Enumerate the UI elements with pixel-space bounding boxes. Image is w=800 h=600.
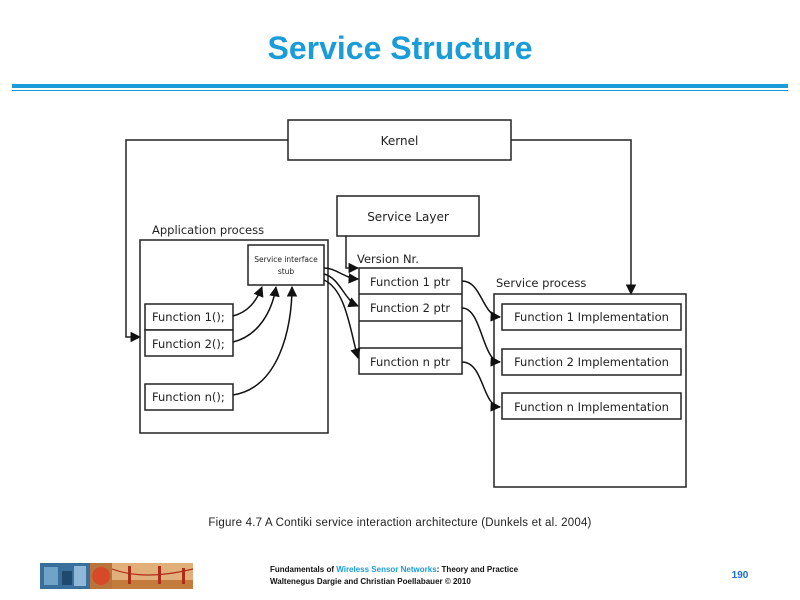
svg-text:Function n();: Function n();: [152, 390, 225, 404]
svg-text:Function 1 Implementation: Function 1 Implementation: [514, 310, 669, 324]
footer-text: Fundamentals of Wireless Sensor Networks…: [270, 564, 518, 588]
function-1-to-stub-arrow: [232, 286, 264, 317]
title-rule: [12, 84, 788, 88]
function-2-call: Function 2();: [144, 329, 234, 357]
svg-text:Function 1();: Function 1();: [152, 310, 225, 324]
pointer-2: Function 2 ptr: [370, 301, 450, 315]
kernel-node: Kernel: [287, 119, 512, 161]
svg-text:Function 2();: Function 2();: [152, 337, 225, 351]
pointer-1-to-impl-arrow: [461, 280, 502, 322]
kernel-to-app-arrow: [125, 139, 288, 343]
pointer-n-to-impl-arrow: [461, 361, 502, 412]
stub-label-line2: stub: [278, 267, 295, 276]
service-layer-label: Service Layer: [367, 210, 449, 224]
service-layer-arrow: [345, 236, 360, 274]
function-1-call: Function 1();: [144, 303, 234, 331]
service-process-label: Service process: [496, 276, 586, 290]
pointer-1: Function 1 ptr: [370, 275, 450, 289]
function-n-call: Function n();: [144, 383, 234, 411]
svg-text:Function 2 Implementation: Function 2 Implementation: [514, 355, 669, 369]
page-number: 190: [731, 570, 749, 581]
service-process-box: [493, 293, 687, 488]
figure-caption: Figure 4.7 A Contiki service interaction…: [208, 517, 592, 529]
function-1-implementation: Function 1 Implementation: [501, 303, 682, 331]
pointer-2-to-impl-arrow: [461, 307, 502, 367]
footer-line-2: Waltenegus Dargie and Christian Poellaba…: [270, 577, 471, 586]
stub-to-pointer-n-arrow: [323, 279, 361, 360]
footer-banner-image: [40, 563, 193, 589]
kernel-label: Kernel: [381, 134, 419, 148]
function-n-to-stub-arrow: [232, 285, 298, 396]
service-interface-stub: Service interface stub: [247, 244, 325, 286]
title-rule-thin: [12, 90, 788, 91]
function-n-implementation: Function n Implementation: [501, 392, 682, 420]
svg-text:Function n Implementation: Function n Implementation: [514, 400, 669, 414]
function-2-to-stub-arrow: [232, 285, 280, 343]
service-layer-node: Service Layer: [336, 195, 480, 237]
application-process-label: Application process: [152, 223, 264, 237]
footer-line-1: Fundamentals of Wireless Sensor Networks…: [270, 565, 519, 574]
application-process-box: [139, 239, 329, 434]
slide-title: Service Structure: [267, 30, 533, 66]
pointer-n: Function n ptr: [370, 355, 450, 369]
version-label: Version Nr.: [357, 252, 419, 266]
function-2-implementation: Function 2 Implementation: [501, 348, 682, 376]
stub-to-pointer-1-arrow: [323, 267, 360, 284]
stub-label-line1: Service interface: [254, 255, 318, 264]
function-pointer-table: Function 1 ptr Function 2 ptr Function n…: [358, 267, 463, 375]
stub-to-pointer-2-arrow: [323, 273, 359, 308]
kernel-to-service-arrow: [511, 139, 637, 296]
